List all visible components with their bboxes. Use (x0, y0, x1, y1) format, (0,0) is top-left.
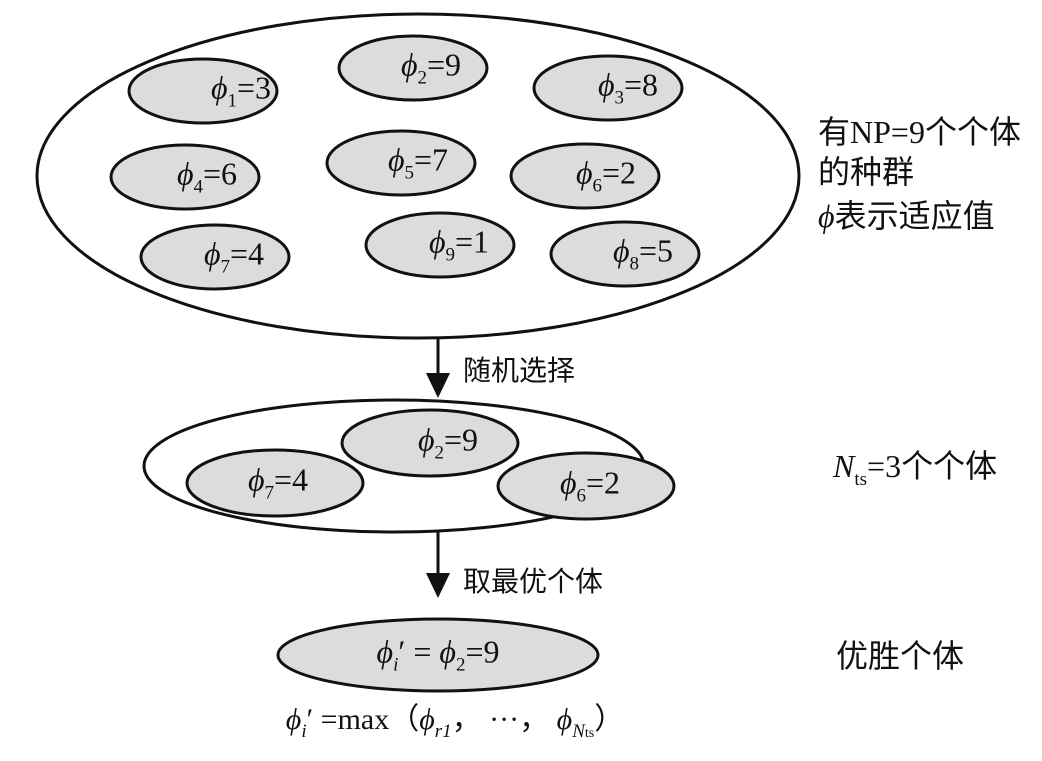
tournament-individual-ellipse-2 (340, 408, 520, 478)
individual-ellipse-7 (139, 223, 291, 291)
population-label: 有NP=9个个体 的种群 (818, 114, 1021, 190)
phi-legend: ϕ表示适应值 (818, 198, 995, 234)
individual-label-8: ϕ8=5 (612, 232, 674, 275)
tournament-label-2: ϕ2=9 (417, 421, 479, 464)
arrow-1-head (426, 373, 450, 398)
individual-label-5: ϕ5=7 (387, 141, 449, 184)
random-select-label: 随机选择 (463, 356, 576, 387)
individual-ellipse-8 (549, 220, 701, 288)
select-best-label: 取最优个体 (463, 567, 604, 598)
tournament-individual-ellipse-6 (496, 451, 676, 521)
individual-ellipse-6 (509, 142, 661, 210)
individual-label-7: ϕ7=4 (203, 235, 265, 278)
tournament-label-7: ϕ7=4 (247, 461, 309, 504)
tournament-individual-ellipse-7 (185, 448, 365, 518)
individual-ellipse-3 (532, 54, 684, 122)
winner-ellipse (276, 617, 600, 693)
individual-ellipse-5 (325, 129, 477, 197)
individual-ellipse-2 (337, 34, 489, 102)
individual-ellipse-9 (364, 211, 516, 279)
individual-ellipse-1 (127, 57, 279, 125)
winner-label: ϕi′ = ϕ2=9 (376, 633, 500, 676)
individual-label-6: ϕ6=2 (575, 154, 637, 197)
arrow-2-head (426, 573, 450, 598)
individual-label-2: ϕ2=9 (400, 46, 462, 89)
individual-label-1: ϕ1=3 (210, 69, 272, 112)
individual-label-9: ϕ9=1 (428, 223, 490, 266)
individual-ellipse-4 (109, 143, 261, 211)
tournament-label-6: ϕ6=2 (559, 464, 621, 507)
winner-side-label: 优胜个体 (836, 638, 965, 674)
tournament-size-label: Nts=3个个体 (833, 448, 998, 490)
individual-label-4: ϕ4=6 (176, 155, 238, 198)
individual-label-3: ϕ3=8 (597, 66, 659, 109)
selection-formula: ϕi′ =max（ϕr1， ···， ϕNts） (285, 703, 625, 742)
